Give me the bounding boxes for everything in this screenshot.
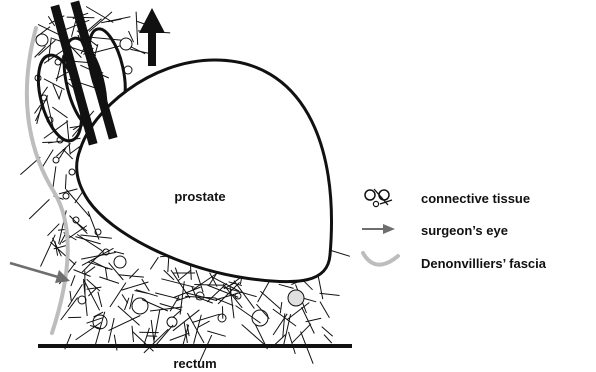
tissue-fiber [234,281,255,309]
tissue-node [69,169,75,175]
tissue-fiber [65,174,66,189]
surgeons-eye-arrow [10,263,70,283]
tissue-fiber [74,270,91,277]
tissue-node [218,314,226,322]
tissue-fiber [324,335,332,344]
arrow-icon [362,224,395,234]
tissue-fiber [303,298,317,302]
rectum-label: rectum [173,356,216,371]
tissue-fiber [75,237,100,244]
tissue-fiber [142,279,150,291]
tissue-fiber [194,315,202,344]
tissue-fiber [230,286,234,318]
tissue-node [288,290,304,306]
tissue-node [36,34,48,46]
tissue-node [252,310,268,326]
tissue-node [78,296,86,304]
legend-label-connective-tissue: connective tissue [421,191,530,206]
tissue-fiber [130,294,133,309]
tissue-fiber [35,46,46,57]
legend-label-denonvilliers-fascia: Denonvilliers’ fascia [421,256,547,271]
prostate-label: prostate [174,189,225,204]
tissue-fiber [48,37,51,61]
tissue-fiber [155,325,173,347]
tissue-fiber [279,284,294,288]
tissue-fiber [273,314,287,335]
tissue-fiber [99,277,119,284]
tissue-node [132,298,148,314]
fascia-curve-icon [363,253,398,265]
tissue-fiber [59,90,62,100]
tissue-fiber [48,224,60,236]
tissue-fiber [95,44,98,55]
tissue-fiber [105,268,107,280]
tissue-fiber [29,199,49,219]
tissue-fiber [136,12,138,45]
tissue-fiber [132,326,134,342]
legend-label-surgeons-eye: surgeon’s eye [421,223,508,238]
tissue-fiber [207,331,225,336]
tissue-node [114,256,126,268]
tissue-fiber [114,335,117,351]
tissue-fiber [38,40,55,55]
tissue-fiber [71,275,75,286]
tissue-fiber [80,235,111,238]
prostate-outline [77,60,332,282]
tissue-fiber [150,257,158,269]
tissue-fiber [280,302,282,313]
tissue-fiber [133,332,154,352]
tissue-fiber [236,306,261,324]
tissue-node [120,38,132,50]
tissue-fiber [178,270,191,281]
tissue-fiber [61,298,78,320]
tissue-fiber [242,325,266,346]
tissue-fiber [192,274,216,291]
tissue-fiber [70,291,71,301]
upward-arrow-icon [139,8,165,66]
tissue-fiber [98,292,102,307]
tissue-fiber [37,106,42,124]
tissue-fiber [129,269,138,279]
legend: connective tissue surgeon’s eye Denonvil… [362,189,547,271]
tissue-fiber [67,120,70,154]
tissue-fiber [44,121,68,138]
tissue-fiber [289,332,296,354]
tissue-fiber [94,312,104,317]
tissue-fiber [215,298,234,306]
tissue-fiber [171,270,190,298]
tissue-fiber [59,189,78,194]
tissue-fiber [110,283,126,307]
connective-tissue-icon [365,189,392,207]
tissue-fiber [41,235,56,267]
tissue-fiber [53,166,56,188]
tissue-fiber [52,107,67,118]
tissue-fiber [192,314,220,322]
tissue-fiber [320,302,329,318]
denonvilliers-fascia [27,28,68,333]
tissue-fiber [63,149,73,159]
tissue-fiber [260,291,280,308]
tissue-node [53,157,59,163]
tissue-fiber [50,242,75,265]
tissue-fiber [322,327,333,337]
tissue-fiber [118,306,140,326]
tissue-fiber [82,249,105,272]
tissue-fiber [168,256,169,272]
tissue-fiber [87,318,103,323]
tissue-fiber [109,263,124,280]
tissue-node [63,193,69,199]
tissue-fiber [318,277,323,300]
